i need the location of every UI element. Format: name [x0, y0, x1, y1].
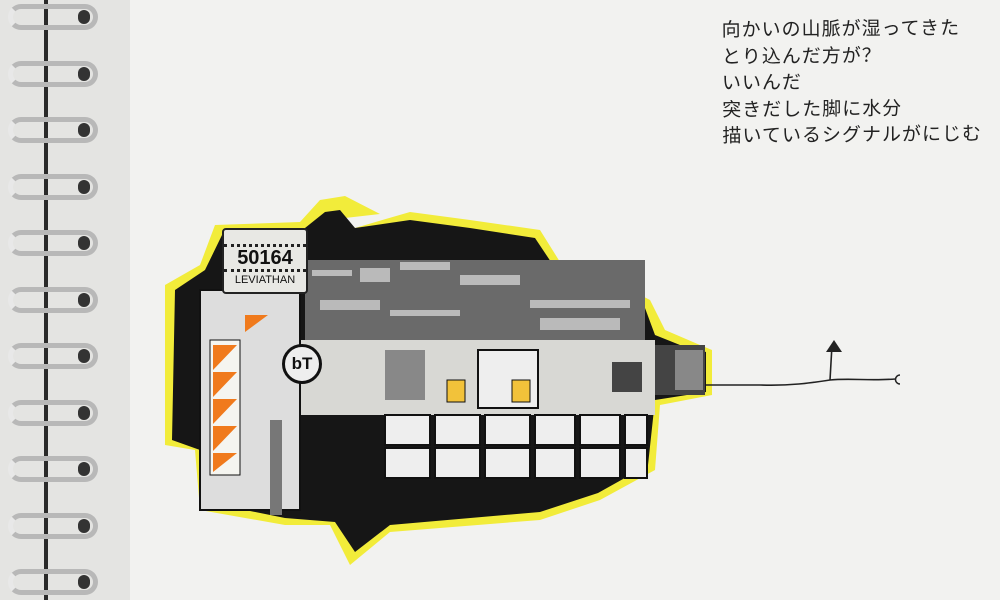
ship-id-plate: 50164 LEVIATHAN: [222, 228, 308, 294]
binding-ring: [8, 343, 98, 369]
binding-ring: [8, 117, 98, 143]
binding-ring: [8, 286, 98, 313]
sketchbook-spine: [0, 0, 130, 600]
ship-name: LEVIATHAN: [234, 274, 296, 286]
binding-ring: [8, 173, 98, 200]
binding-ring: [8, 512, 98, 539]
warning-stripes: [213, 345, 237, 472]
note-line: いいんだ: [721, 71, 803, 95]
binding-ring: [8, 569, 98, 595]
note-line: 突きだした脚に水分: [722, 97, 903, 121]
antenna-wire: [706, 344, 896, 386]
note-line: とり込んだ方が？: [721, 44, 882, 68]
note-line: 向かいの山脈が湿ってきた: [721, 17, 961, 42]
binding-ring: [8, 4, 98, 30]
bt-logo: bT: [282, 344, 322, 384]
page-edge: [44, 0, 48, 600]
ship-number: 50164: [224, 244, 306, 272]
binding-ring: [8, 399, 98, 426]
binding-ring: [8, 60, 98, 87]
handwritten-note: 向かいの山脈が湿ってきた とり込んだ方が？ いいんだ 突きだした脚に水分 描いて…: [721, 15, 982, 150]
binding-ring: [8, 456, 98, 482]
note-line: 描いているシグナルがにじむ: [722, 122, 982, 148]
binding-ring: [8, 230, 98, 256]
